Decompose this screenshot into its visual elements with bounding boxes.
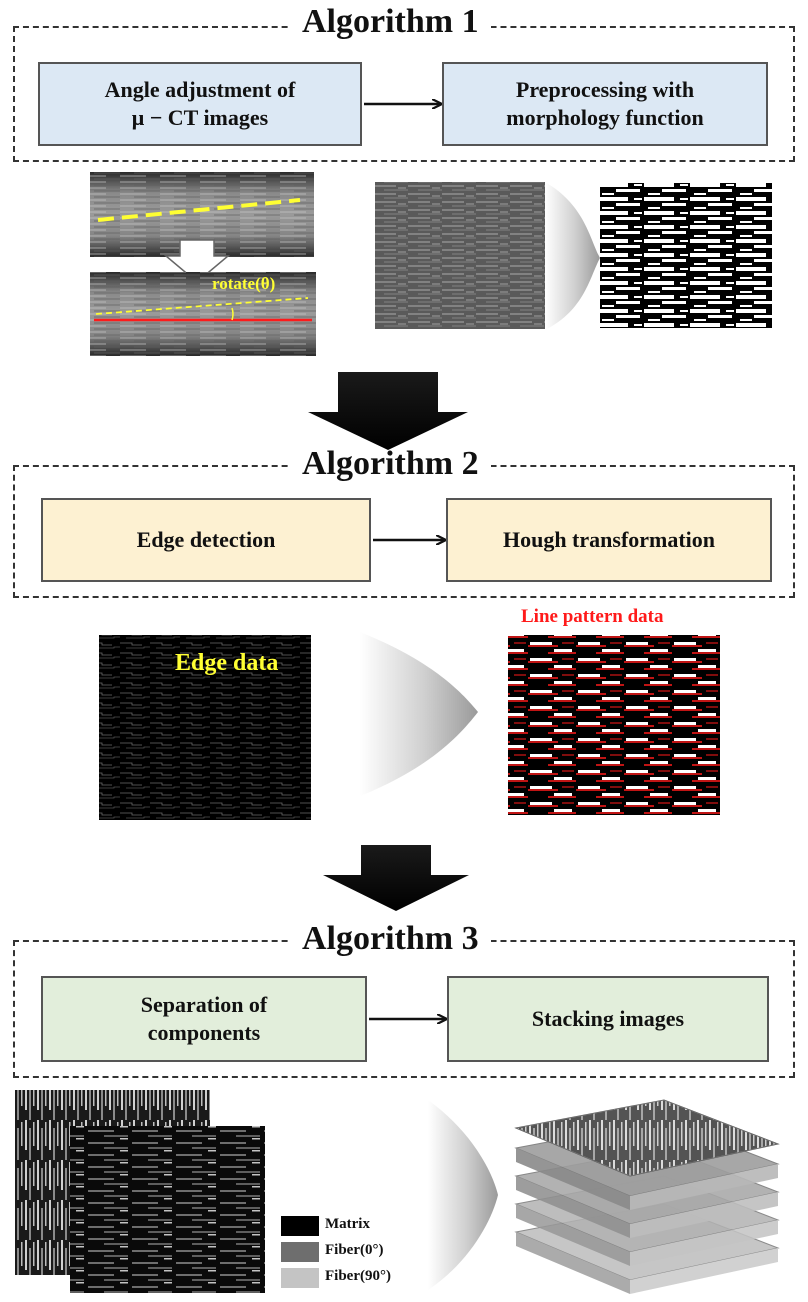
separated-components-slice	[70, 1126, 265, 1293]
curved-arrow-2	[360, 632, 478, 796]
legend-label-fiber-0: Fiber(0°)	[325, 1242, 384, 1258]
edge-data-label: Edge data	[175, 650, 279, 676]
line-pattern-image	[508, 635, 720, 815]
step-separation-of-components: Separation of components	[41, 976, 367, 1062]
edge-data-image	[99, 635, 311, 820]
algorithm-1-title: Algorithm 1	[290, 2, 491, 42]
legend-swatch-matrix	[281, 1216, 319, 1236]
step-hough-transformation: Hough transformation	[446, 498, 772, 582]
curved-arrow-1	[545, 182, 600, 330]
legend-swatch-fiber-90	[281, 1268, 319, 1288]
step-preprocessing: Preprocessing with morphology function	[442, 62, 768, 146]
step-edge-detection: Edge detection	[41, 498, 371, 582]
stacked-layers	[514, 1099, 780, 1294]
ct-grey-texture	[375, 182, 545, 329]
step-angle-adjustment: Angle adjustment of μ − CT images	[38, 62, 362, 146]
step-stacking-images: Stacking images	[447, 976, 769, 1062]
big-down-arrow-1	[308, 372, 468, 450]
legend-label-fiber-90: Fiber(90°)	[325, 1268, 391, 1284]
algorithm-3-title: Algorithm 3	[290, 919, 491, 959]
legend-swatch-fiber-0	[281, 1242, 319, 1262]
legend-label-matrix: Matrix	[325, 1216, 370, 1232]
ct-slice-rotated	[90, 272, 316, 356]
big-down-arrow-2	[323, 845, 469, 911]
rotate-theta-label: rotate(θ)	[212, 274, 276, 293]
rotate-down-arrow	[163, 239, 231, 283]
binary-image	[600, 183, 772, 328]
curved-arrow-3	[428, 1100, 498, 1290]
algorithm-2-title: Algorithm 2	[290, 444, 491, 484]
line-pattern-data-label: Line pattern data	[521, 606, 664, 627]
